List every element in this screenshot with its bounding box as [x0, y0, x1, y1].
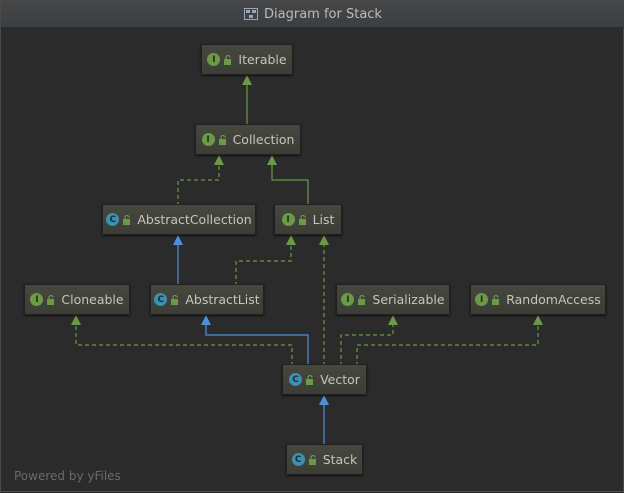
node-label: RandomAccess: [506, 292, 601, 307]
interface-icon: I: [201, 133, 215, 146]
interface-icon: I: [207, 53, 221, 66]
node-stack[interactable]: C Stack: [286, 444, 363, 475]
interface-icon: I: [341, 293, 355, 306]
lock-open-icon: [358, 294, 366, 305]
abstract-class-icon: C: [106, 213, 120, 226]
edge-vector-cloneable: [71, 315, 293, 366]
node-label: AbstractList: [185, 292, 260, 307]
interface-icon: I: [475, 293, 489, 306]
edge-vector-abstractlist: [201, 315, 309, 366]
lock-open-icon: [123, 214, 131, 225]
diagram-icon: [244, 8, 259, 20]
edge-abstractlist-abstractcollection: [173, 235, 183, 286]
node-label: List: [312, 212, 335, 227]
node-collection[interactable]: I Collection: [195, 124, 301, 155]
window-title: Diagram for Stack: [264, 6, 382, 22]
node-label: AbstractCollection: [137, 212, 252, 227]
lock-open-icon: [47, 294, 55, 305]
edge-abstractlist-list: [235, 235, 296, 286]
lock-open-icon: [298, 214, 306, 225]
node-vector[interactable]: C Vector: [282, 364, 367, 395]
class-icon: C: [291, 453, 305, 466]
node-abstract-list[interactable]: C AbstractList: [150, 284, 264, 315]
node-iterable[interactable]: I Iterable: [201, 44, 293, 75]
inheritance-edges: [71, 75, 543, 446]
edge-vector-randomaccess: [356, 315, 543, 366]
diagram-canvas[interactable]: I Iterable I Collection C AbstractCollec…: [1, 28, 624, 493]
window-titlebar[interactable]: Diagram for Stack: [1, 1, 624, 28]
node-cloneable[interactable]: I Cloneable: [24, 284, 130, 315]
node-label: Collection: [232, 132, 295, 147]
interface-icon: I: [30, 293, 44, 306]
edge-list-collection: [267, 155, 309, 206]
lock-open-icon: [218, 134, 226, 145]
node-random-access[interactable]: I RandomAccess: [470, 284, 606, 315]
interface-icon: I: [281, 213, 295, 226]
edge-vector-list: [319, 235, 329, 366]
node-label: Vector: [320, 372, 360, 387]
edge-collection-iterable: [242, 75, 252, 126]
lock-open-icon: [308, 454, 316, 465]
node-list[interactable]: I List: [274, 204, 342, 235]
powered-by-label: Powered by yFiles: [14, 469, 121, 483]
node-label: Cloneable: [61, 292, 124, 307]
edge-abstractcollection-collection: [177, 155, 224, 206]
class-icon: C: [289, 373, 303, 386]
lock-open-icon: [492, 294, 500, 305]
node-abstract-collection[interactable]: C AbstractCollection: [102, 204, 256, 235]
node-serializable[interactable]: I Serializable: [336, 284, 450, 315]
lock-open-icon: [224, 54, 232, 65]
lock-open-icon: [306, 374, 314, 385]
edge-stack-vector: [319, 395, 329, 446]
node-label: Iterable: [238, 52, 287, 67]
lock-open-icon: [171, 294, 179, 305]
abstract-class-icon: C: [154, 293, 168, 306]
edge-vector-serializable: [340, 315, 398, 366]
node-label: Stack: [322, 452, 358, 467]
node-label: Serializable: [372, 292, 445, 307]
